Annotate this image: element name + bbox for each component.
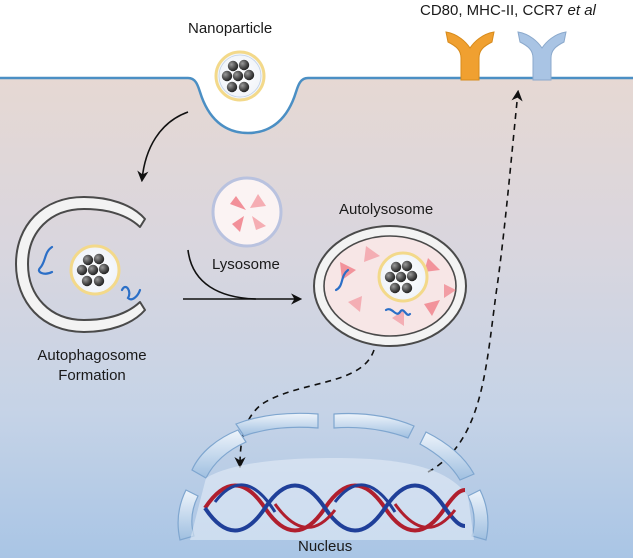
arrow-to-membrane (427, 89, 523, 473)
lysosome-icon (211, 176, 283, 248)
nanoparticle-label: Nanoparticle (188, 20, 273, 37)
cargo-squiggle-icon (37, 245, 54, 275)
autophagosome (15, 196, 146, 333)
cytoplasm (0, 78, 633, 558)
autophagosome-label: Autophagosome Formation (22, 346, 162, 386)
nanoparticle-icon (214, 50, 266, 102)
nucleus-label: Nucleus (298, 538, 353, 555)
autophagosome-label-line2: Formation (58, 367, 126, 384)
cell-membrane (0, 76, 633, 135)
arrow-uptake (137, 111, 189, 183)
cargo-squiggle-icon (120, 285, 142, 301)
autophagosome-label-line1: Autophagosome (37, 347, 147, 364)
autolysosome-label: Autolysosome (339, 201, 434, 218)
autolysosome-icon (313, 225, 467, 347)
dna-helix-icon (203, 483, 466, 533)
receptor-orange-icon (445, 31, 495, 81)
markers-label: CD80, MHC-II, CCR7 et al (420, 2, 596, 19)
markers-label-italic: et al (567, 2, 596, 19)
nanoparticle-autophagosome-icon (69, 244, 121, 296)
receptor-blue-icon (517, 31, 567, 81)
lysosome-label: Lysosome (212, 256, 280, 273)
markers-label-main: CD80, MHC-II, CCR7 (420, 2, 568, 19)
arrow-fusion-lysosome (187, 249, 257, 300)
